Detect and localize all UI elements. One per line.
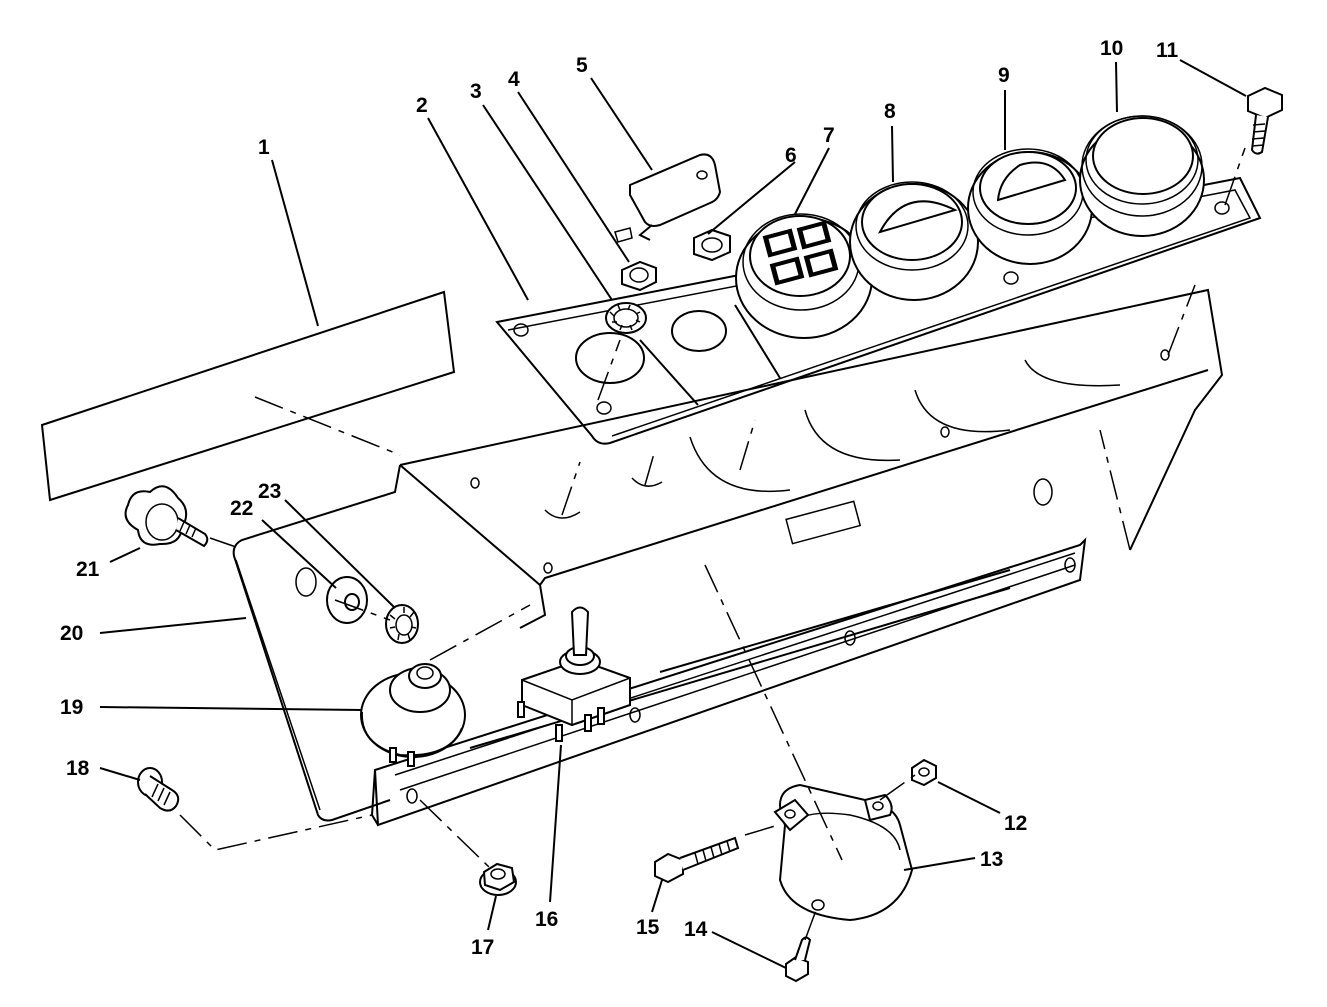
part-2-left-plate: [495, 176, 1262, 445]
label-3: 3: [470, 80, 482, 103]
part-22-flat-washer: [326, 576, 368, 624]
label-20: 20: [60, 622, 83, 645]
part-3-lock-washer: [605, 302, 647, 334]
part-10-gauge: [1079, 115, 1205, 237]
label-13: 13: [980, 848, 1003, 871]
label-19: 19: [60, 696, 83, 719]
part-20-dash-panel: [232, 288, 1224, 827]
part-6-nut: [693, 228, 731, 262]
part-17-flange-nut: [479, 862, 517, 896]
label-22: 22: [230, 497, 253, 520]
part-1-decal: [40, 290, 456, 502]
label-10: 10: [1100, 37, 1123, 60]
part-4-nut: [621, 260, 657, 292]
part-19-rotary-switch: [360, 663, 466, 767]
part-7-indicator-gauge: [735, 213, 873, 339]
label-12: 12: [1004, 812, 1027, 835]
label-5: 5: [576, 54, 588, 77]
part-8-gauge: [849, 181, 979, 301]
label-17: 17: [471, 936, 494, 959]
label-7: 7: [823, 124, 835, 147]
label-11: 11: [1156, 39, 1179, 62]
label-16: 16: [535, 908, 558, 931]
part-11-bolt: [1247, 86, 1283, 155]
part-12-nut: [911, 758, 937, 787]
part-15-bolt: [654, 836, 740, 884]
label-21: 21: [76, 558, 100, 581]
label-6: 6: [785, 144, 797, 167]
part-labels: 1 2 3 4 5 6 7 8 9 10 11 12 13 14 15 16 1…: [60, 37, 1179, 959]
label-23: 23: [258, 480, 281, 503]
label-9: 9: [998, 64, 1010, 87]
label-2: 2: [416, 94, 428, 117]
assembly-centerlines: [179, 147, 1246, 941]
label-1: 1: [258, 136, 270, 159]
part-13-clamp: [773, 783, 914, 922]
part-18-flange-bolt: [137, 767, 180, 812]
leader-lines: [99, 59, 1247, 969]
label-8: 8: [884, 100, 896, 123]
label-18: 18: [66, 757, 90, 780]
part-5-key: [614, 153, 722, 243]
part-9-gauge: [967, 148, 1093, 265]
part-23-lock-washer: [385, 604, 419, 644]
label-4: 4: [508, 68, 520, 91]
part-14-screw: [785, 936, 812, 983]
part-16-toggle-switch: [517, 606, 631, 742]
part-21-knob: [124, 485, 209, 548]
label-14: 14: [684, 918, 708, 941]
label-15: 15: [636, 916, 660, 939]
